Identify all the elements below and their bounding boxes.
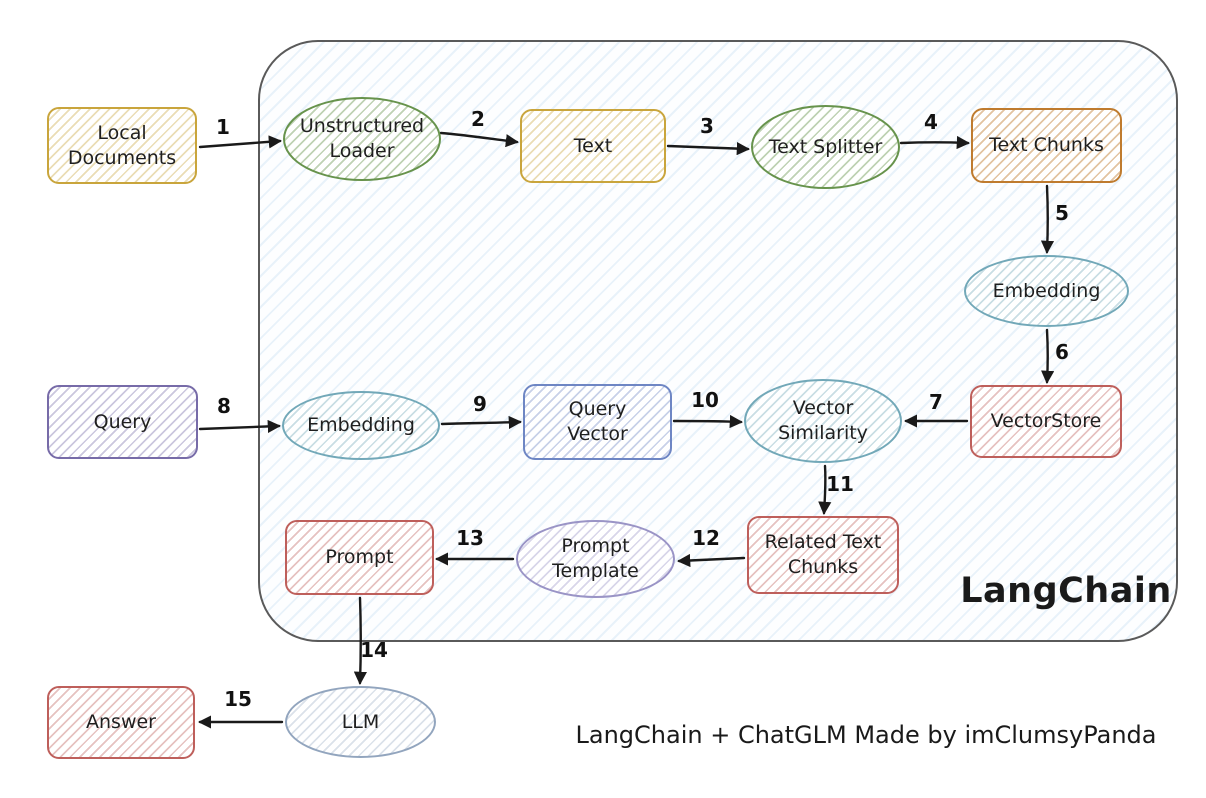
node-answer: Answer <box>47 686 195 759</box>
edge-label-12: 12 <box>692 526 720 550</box>
edge-label-7: 7 <box>929 390 943 414</box>
node-embedding-query: Embedding <box>282 391 440 460</box>
edge-label-8: 8 <box>217 394 231 418</box>
node-related-text-chunks: Related Text Chunks <box>747 516 899 594</box>
node-prompt: Prompt <box>285 520 434 595</box>
node-llm: LLM <box>285 686 436 758</box>
node-query: Query <box>47 385 198 459</box>
edge-label-11: 11 <box>826 472 854 496</box>
node-text-splitter: Text Splitter <box>751 105 900 189</box>
node-vector-similarity: Vector Similarity <box>744 379 902 463</box>
edge-label-6: 6 <box>1055 340 1069 364</box>
node-prompt-template: Prompt Template <box>516 520 675 598</box>
edge-label-4: 4 <box>924 110 938 134</box>
node-vectorstore: VectorStore <box>970 385 1122 458</box>
node-text-chunks: Text Chunks <box>971 108 1122 183</box>
diagram-caption: LangChain + ChatGLM Made by imClumsyPand… <box>575 721 1157 749</box>
edge-label-3: 3 <box>700 114 714 138</box>
node-query-vector: Query Vector <box>523 384 672 460</box>
edge-label-1: 1 <box>216 115 230 139</box>
node-embedding-top: Embedding <box>964 255 1129 327</box>
edge-label-5: 5 <box>1055 201 1069 225</box>
node-local-documents: Local Documents <box>47 107 197 184</box>
node-text: Text <box>520 109 666 183</box>
node-unstructured-loader: Unstructured Loader <box>283 97 441 181</box>
edge-label-13: 13 <box>456 526 484 550</box>
edge-label-14: 14 <box>360 638 388 662</box>
edge-label-10: 10 <box>691 388 719 412</box>
edge-label-15: 15 <box>224 687 252 711</box>
edge-label-9: 9 <box>473 392 487 416</box>
edge-label-2: 2 <box>471 107 485 131</box>
langchain-container-label: LangChain <box>960 571 1172 611</box>
